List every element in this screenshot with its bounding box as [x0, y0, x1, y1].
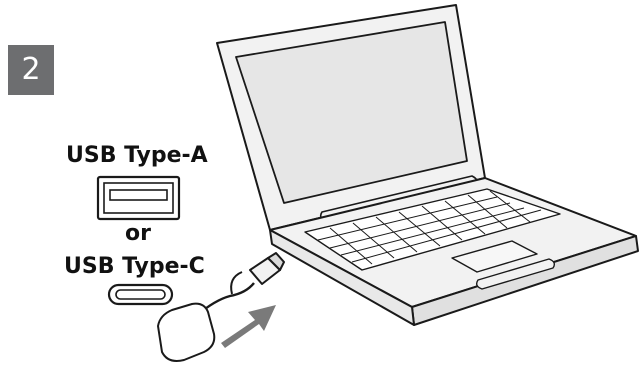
usb-dongle-icon: [158, 253, 284, 361]
usb-type-c-port-icon: [109, 285, 172, 304]
laptop-icon: [217, 5, 638, 325]
usb-type-a-port-icon: [98, 177, 179, 219]
insert-arrow-icon: [221, 305, 276, 348]
